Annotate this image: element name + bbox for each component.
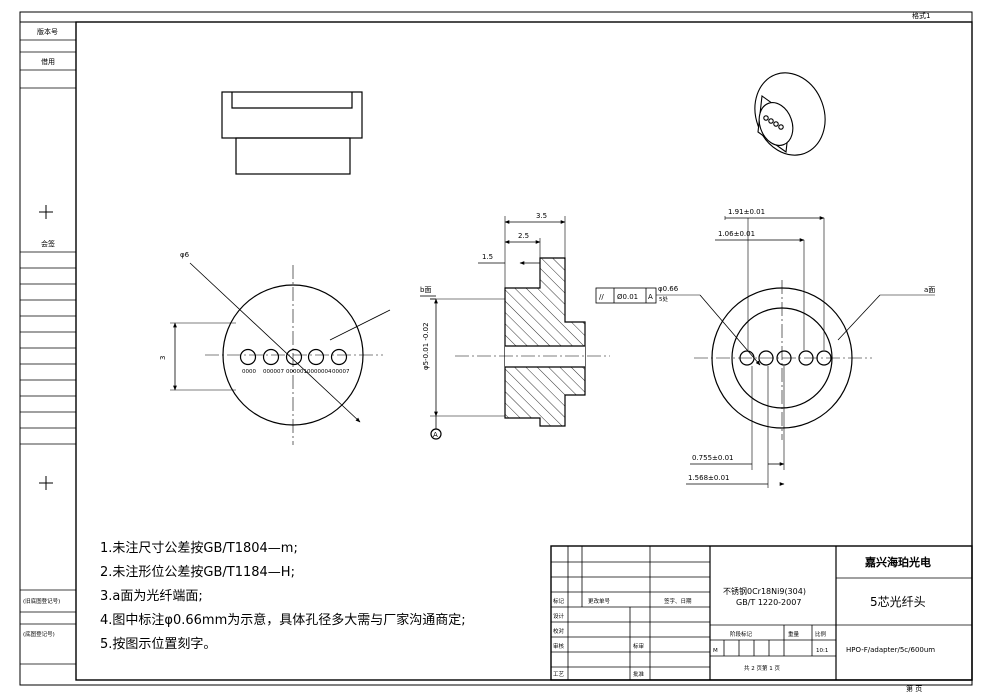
hole-code-4: 0000004 [307,369,332,375]
version-label: 版本号 [37,27,58,36]
filing-label: 会签 [41,239,55,248]
tb-change-doc: 更改单号 [588,597,611,605]
right-dim-d: 1.568±0.01 [688,474,730,482]
hole-code-5: 00007 [332,369,350,375]
tb-check: 校对 [553,627,565,635]
front-view [170,262,391,445]
tb-approve: 批准 [633,670,645,678]
side-dim-step: 1.5 [482,253,493,261]
hole-code-1: 0000 [242,369,256,375]
tb-sheet-count: 共 2 页第 1 页 [744,664,780,672]
tb-process: 工艺 [553,671,565,678]
top-view [221,91,363,175]
company-name: 嘉兴海珀光电 [864,555,931,569]
material-line-2: GB/T 1220-2007 [736,598,801,607]
tb-standard: 标审 [633,642,645,650]
tb-review: 审核 [553,642,565,650]
front-height-label: 3 [159,356,167,360]
right-dim-b: 1.06±0.01 [718,230,755,238]
note-item: 5.按图示位置刻字。 [100,637,216,652]
crosshair-marker-top [39,205,53,219]
hole-code-2: 000007 [263,369,284,375]
front-diameter-label: φ6 [180,251,190,259]
tb-mark: 标记 [553,597,565,605]
isometric-view [754,72,826,156]
drawing-number: HPO-F/adapter/5c/600um [846,646,935,654]
tb-stage-mark: 阶段标记 [730,630,753,638]
sheet-page-label: 第 页 [906,684,922,693]
side-dim-mid: 2.5 [518,232,529,240]
side-dim-total: 3.5 [536,212,547,220]
title-block [550,545,973,681]
hole-count-label: 5处 [659,295,668,303]
hole-dia-label: φ0.66 [658,285,679,293]
tb-scale-value: 10:1 [816,648,828,654]
material-line-1: 不锈钢0Cr18Ni9(304) [723,586,806,596]
note-item: 4.图中标注φ0.66mm为示意，具体孔径多大需与厂家沟通商定; [100,612,466,628]
format-label: 格式1 [912,11,930,20]
tb-design: 设计 [553,612,565,620]
tolerance-symbol: // [599,293,604,301]
notes-list: 1.未注尺寸公差按GB/T1804—m; 2.未注形位公差按GB/T1184—H… [100,541,466,652]
side-view [420,216,610,440]
tb-scale: 比例 [815,630,827,638]
tb-weight: 重量 [788,630,800,638]
tb-sign-date: 签字、日期 [664,597,692,605]
tolerance-datum: A [648,293,653,301]
side-diameter-label: φ5-0.01 -0.02 [422,322,430,370]
tb-stage-value: M [713,648,718,654]
drawing-frame [19,11,973,686]
part-name: 5芯光纤头 [870,595,926,609]
left-column [20,39,76,665]
face-b-label: b面 [420,286,431,294]
right-dim-c: 0.755±0.01 [692,454,734,462]
base-drawing-label: (底图登记号) [23,630,55,638]
tolerance-value: Ø0.01 [617,293,638,301]
right-dim-a: 1.91±0.01 [728,208,765,216]
note-item: 2.未注形位公差按GB/T1184—H; [100,565,295,580]
face-a-label: a面 [924,286,935,294]
datum-a-label: A [433,431,438,439]
right-view [595,216,935,488]
note-item: 3.a面为光纤端面; [100,589,203,604]
note-item: 1.未注尺寸公差按GB/T1804—m; [100,541,298,556]
hole-code-3: 000001 [286,369,307,375]
crosshair-marker-bottom [39,476,53,490]
borrow-label: 借用 [41,57,55,66]
old-drawing-label: (旧底图登记号) [23,597,60,605]
